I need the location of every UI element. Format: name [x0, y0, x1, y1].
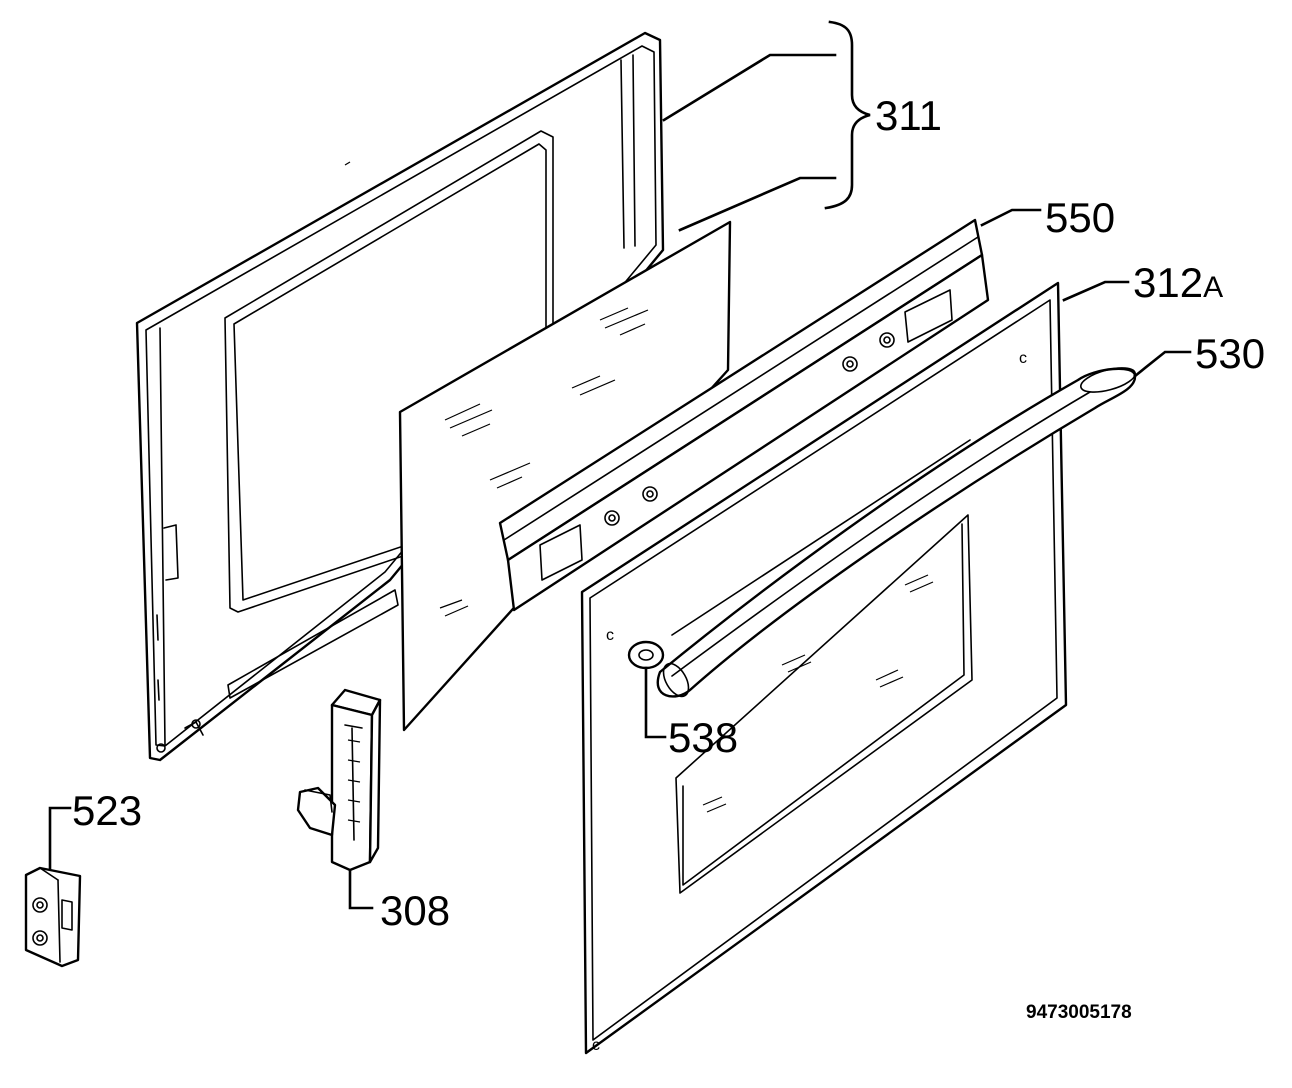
callout-labels: 311 550 312A 530 538 523 308 9473005178	[72, 92, 1265, 1023]
door-bracket-rail	[498, 218, 990, 612]
callout-530: 530	[1195, 330, 1265, 377]
callout-312a-suffix: A	[1203, 271, 1223, 304]
door-handle	[656, 367, 1137, 698]
door-hinge	[296, 688, 382, 872]
callout-308: 308	[380, 887, 450, 934]
callout-523: 523	[72, 787, 142, 834]
inner-glass-pane	[398, 220, 732, 732]
callout-550: 550	[1045, 194, 1115, 241]
svg-text:c: c	[592, 1037, 600, 1054]
callout-311: 311	[875, 92, 942, 139]
leader-lines	[48, 20, 1192, 910]
handle-end-cap	[627, 640, 665, 670]
callout-538: 538	[668, 714, 738, 761]
drawing-number: 9473005178	[1026, 1002, 1132, 1023]
callout-312a-number: 312	[1133, 259, 1203, 306]
strike-plate	[24, 866, 82, 968]
callout-312a: 312A	[1133, 259, 1223, 306]
svg-text:c: c	[606, 627, 614, 644]
svg-text:c: c	[1019, 350, 1027, 367]
